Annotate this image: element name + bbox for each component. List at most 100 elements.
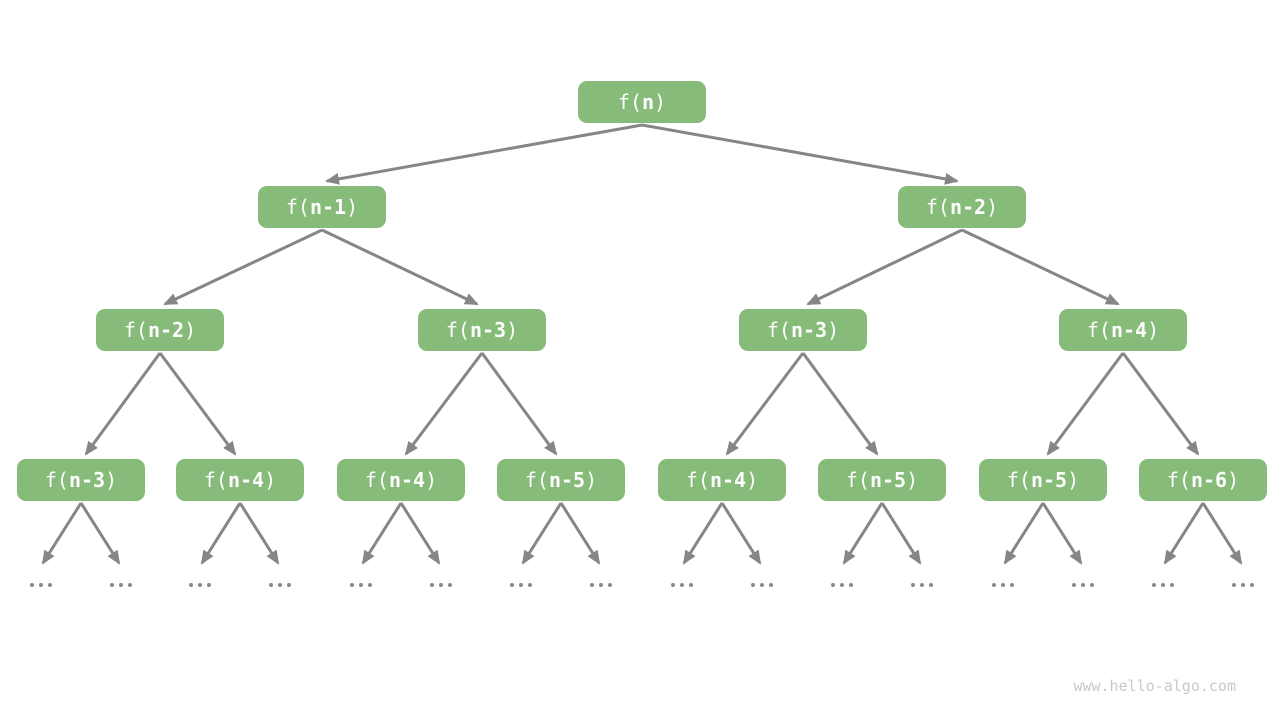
node-label: ) [827,318,840,342]
node-label-arg: n-2 [949,195,987,219]
edge [961,228,1120,306]
edge [399,502,441,565]
node-label: f( [1006,468,1031,492]
node-label: f( [445,318,470,342]
edge [880,502,922,565]
node-label: f( [845,468,870,492]
edge [321,228,479,306]
ellipsis-icon [110,583,132,587]
node-label: ) [346,195,359,219]
node-label: f( [766,318,791,342]
node-label: ) [184,318,197,342]
node-label-arg: n-3 [68,468,106,492]
node-label: f( [1086,318,1111,342]
node-label: f( [285,195,310,219]
edge [84,352,162,456]
edge [404,352,484,456]
edge [163,228,323,306]
ellipsis-icon [350,583,372,587]
tree-node: f(n) [578,81,706,123]
edge [806,228,963,306]
node-label: ) [425,468,438,492]
node-label-arg: n-6 [1190,468,1228,492]
edge [559,502,601,565]
tree-node: f(n-3) [17,459,145,501]
tree-node: f(n-2) [898,186,1026,228]
edge [842,502,884,565]
edge [1041,502,1083,565]
tree-node: f(n-5) [497,459,625,501]
node-label: ) [264,468,277,492]
tree-node: f(n-5) [818,459,946,501]
edge [480,352,558,456]
node-label: f( [1166,468,1191,492]
node-label: ) [654,90,667,114]
edge [325,123,643,185]
edge [682,502,724,565]
edge [720,502,762,565]
node-label-arg: n [642,90,655,114]
node-label: ) [585,468,598,492]
node-label-arg: n-3 [469,318,507,342]
tree-node: f(n-5) [979,459,1107,501]
node-label: f( [44,468,69,492]
edge [521,502,563,565]
ellipsis-icon [831,583,853,587]
node-label-arg: n-3 [790,318,828,342]
edge [725,352,805,456]
node-label: ) [1147,318,1160,342]
tree-node: f(n-3) [739,309,867,351]
node-label: f( [925,195,950,219]
ellipsis-icon [992,583,1014,587]
ellipsis-icon [189,583,211,587]
edge [158,352,237,456]
edge [238,502,280,565]
node-label-arg: n-1 [309,195,347,219]
tree-node: f(n-3) [418,309,546,351]
tree-node: f(n-6) [1139,459,1267,501]
node-label: f( [617,90,642,114]
node-label-arg: n-5 [869,468,907,492]
node-label: ) [746,468,759,492]
node-label-arg: n-4 [227,468,265,492]
edge [801,352,879,456]
node-label-arg: n-4 [1110,318,1148,342]
tree-node: f(n-1) [258,186,386,228]
node-label: f( [364,468,389,492]
ellipsis-icon [1152,583,1174,587]
ellipsis-icon [510,583,532,587]
node-label-arg: n-2 [147,318,185,342]
edge [1003,502,1045,565]
node-label-arg: n-4 [709,468,747,492]
ellipsis-icon [671,583,693,587]
tree-node: f(n-4) [176,459,304,501]
edge [1121,352,1200,456]
edge [41,502,83,565]
tree-node: f(n-4) [337,459,465,501]
node-label: f( [685,468,710,492]
node-label: ) [1067,468,1080,492]
ellipsis-icon [1072,583,1094,587]
node-label: ) [1227,468,1240,492]
node-label: ) [906,468,919,492]
edge [361,502,403,565]
ellipsis-icon [911,583,933,587]
node-label: f( [524,468,549,492]
node-label: ) [506,318,519,342]
ellipsis-icon [590,583,612,587]
node-label: f( [123,318,148,342]
watermark: www.hello-algo.com [1073,677,1236,695]
node-label: ) [105,468,118,492]
edge [1201,502,1243,565]
node-label: ) [986,195,999,219]
edge [1046,352,1125,456]
node-label-arg: n-4 [388,468,426,492]
ellipsis-icon [30,583,52,587]
ellipsis-icon [430,583,452,587]
node-label-arg: n-5 [1030,468,1068,492]
edge [79,502,121,565]
edge [1163,502,1205,565]
edge [641,123,959,185]
ellipsis-icon [751,583,773,587]
